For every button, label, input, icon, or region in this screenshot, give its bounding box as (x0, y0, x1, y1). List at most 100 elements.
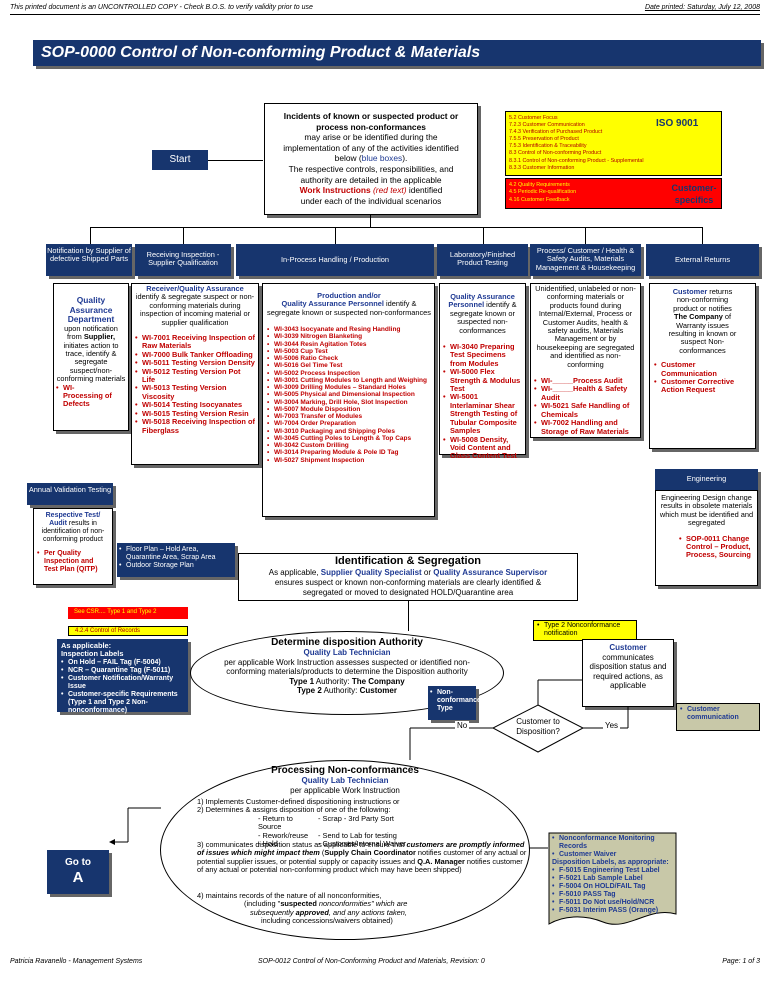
go-to-target: A (72, 869, 84, 886)
col1-wi-list: WI- Processing of Defects (56, 383, 126, 409)
inspection-labels-box: As applicable: Inspection Labels On Hold… (57, 639, 188, 715)
audits-box: Unidentified, unlabeled or non-conformin… (530, 283, 641, 438)
in-process-box: Production and/or Quality Assurance Pers… (262, 283, 435, 517)
incidents-line: The respective controls, responsibilitie… (288, 163, 454, 174)
blue-boxes-note: blue boxes (361, 153, 403, 164)
iso-clause: 7.2.3 Customer Communication (509, 122, 585, 129)
incidents-line: implementation of any of the activities … (283, 142, 459, 153)
tree-connector (183, 227, 184, 244)
floor-plan-item: Floor Plan – Hold Area, Quarantine Area,… (119, 546, 233, 562)
work-instruction: WI-3009 Drilling Modules – Standard Hole… (267, 384, 431, 392)
incidents-line: authority are detailed in the applicable (300, 174, 442, 185)
no-label: No (455, 721, 470, 731)
control-of-records-tag: 4.2.4 Control of Records (68, 626, 188, 636)
work-instruction: WI-5016 Gel Time Test (267, 362, 431, 370)
work-instruction: WI-3042 Custom Drilling (267, 442, 431, 450)
validation-text: results in identification of non-conform… (41, 520, 105, 543)
csr-clause: 4.2 Quality Requirements (509, 182, 570, 188)
option-send-to-lab: - Send to Lab for testing (318, 830, 397, 840)
tree-connector (483, 227, 484, 244)
qa-manager: Q.A. Manager (417, 856, 465, 866)
record-item: Nonconformance Monitoring Records (552, 835, 677, 851)
processing-nonconformances-ellipse (160, 760, 530, 940)
col3-text: identify & segregate known or suspected … (267, 299, 431, 317)
engineering-item: SOP-0011 Change Control – Product, Proce… (679, 534, 754, 560)
tree-connector (702, 227, 703, 244)
yes-label: Yes (603, 721, 621, 731)
work-instruction: WI-5013 Testing Version Viscosity (135, 384, 255, 401)
incidents-line: Incidents of known or suspected product … (283, 111, 459, 121)
customer-action: Customer Corrective Action Request (654, 377, 751, 395)
work-instruction: WI-7004 Order Preparation (267, 420, 431, 428)
processing-header: Processing Non-conformances Quality Lab … (160, 765, 530, 795)
processing-step-4: 4) maintains records of the nature of al… (197, 891, 527, 926)
inspection-labels-title: Inspection Labels (61, 649, 124, 659)
approved-bold: approved (295, 907, 329, 917)
engineering-item-list: SOP-0011 Change Control – Product, Proce… (659, 534, 754, 560)
supply-chain-coordinator: Supply Chain Coordinator (324, 848, 416, 858)
disposition-line: conforming materials/products to determi… (226, 667, 468, 676)
col5-wi-list: WI-_____Process AuditWI-_____Health & Sa… (534, 376, 637, 436)
work-instruction: WI-_____Process Audit (534, 376, 637, 386)
header-receiving-inspection: Receiving Inspection - Supplier Qualific… (135, 244, 231, 276)
tree-connector (335, 227, 336, 244)
ident-to-disposition-connector (408, 601, 409, 631)
type1-label: Type 1 (289, 676, 315, 686)
work-instruction: WI-7001 Receiving Inspection of Raw Mate… (135, 333, 255, 351)
option-hold: - Hold (258, 839, 278, 849)
date-printed: Date printed: Saturday, July 12, 2008 (644, 4, 760, 11)
production-title: Production and/or (317, 291, 381, 300)
external-returns-box: Customer returns non-conforming product … (649, 283, 756, 449)
work-instruction: WI-3010 Packaging and Shipping Poles (267, 428, 431, 436)
processing-step-2: 2) Determines & assigns disposition of o… (197, 805, 391, 815)
nonconformance-type-box: Non-conformance Type (428, 686, 481, 720)
work-instruction: WI-7003 Transfer of Modules (267, 413, 431, 421)
tree-connector (370, 215, 371, 227)
work-instruction: WI-3001 Cutting Modules to Length and We… (267, 377, 431, 385)
iso-clause: 7.5.5 Preservation of Product (509, 136, 579, 143)
iso-clause: 7.5.3 Identification & Traceability (509, 143, 587, 150)
disposition-label: F-5021 Lab Sample Label (552, 875, 677, 883)
csr-clause: 4.5 Periodic Re-qualification (509, 189, 577, 196)
step4-text: 4) maintains records of the nature of al… (197, 891, 382, 900)
customer-communication-box: Customer communication (676, 703, 760, 731)
see-csr-tag: See CSR.... Type 1 and Type 2 (68, 607, 188, 619)
step4-text: subsequently (250, 907, 296, 917)
ident-text: As applicable, (268, 568, 321, 577)
page-title: SOP-0000 Control of Non-conforming Produ… (33, 40, 761, 66)
top-rule (10, 14, 760, 15)
processing-steps: 1) Implements Customer-defined dispositi… (197, 797, 527, 849)
work-instruction: WI-5003 Cup Test (267, 348, 431, 356)
processing-lab-technician: Quality Lab Technician (301, 776, 389, 785)
inspection-label: Customer-specific Requirements (Type 1 a… (61, 691, 185, 715)
work-instruction: WI-3004 Marking, Drill Hole, Slot Inspec… (267, 399, 431, 407)
customer-title: Customer (672, 287, 708, 296)
engineering-text: Engineering Design change results in obs… (659, 493, 754, 528)
header-external-returns: External Returns (646, 244, 759, 276)
nonconformance-type: Non-conformance Type (430, 689, 481, 713)
start-node: Start (152, 150, 208, 170)
ident-line: segregated or moved to designated HOLD/Q… (302, 588, 514, 597)
ident-line: ensures suspect or known non-conforming … (274, 578, 542, 587)
work-instruction: WI-3045 Cutting Poles to Length & Top Ca… (267, 435, 431, 443)
work-instruction: WI-7002 Handling and Storage of Raw Mate… (534, 418, 637, 436)
header-annual-validation: Annual Validation Testing (27, 483, 113, 505)
header-in-process-handling: In-Process Handling / Production (236, 244, 434, 276)
type2-label: Type 2 (297, 686, 322, 695)
incidents-box: Incidents of known or suspected product … (264, 103, 478, 215)
header-engineering: Engineering (655, 469, 758, 490)
qa-personnel-bold: Quality Assurance Personnel (281, 299, 384, 309)
step3-text: notifies customer of any actual or poten… (197, 856, 523, 875)
disposition-label: F-5015 Engineering Test Label (552, 867, 677, 875)
work-instruction: WI-5012 Testing Version Pot Life (135, 367, 255, 385)
validation-item: Per Quality Inspection and Test Plan (QI… (37, 550, 109, 574)
disposition-line: per applicable Work Instruction assesses… (224, 657, 470, 667)
supplier-notification-box: Quality Assurance Department upon notifi… (53, 283, 129, 431)
qa-supervisor: Quality Assurance Supervisor (433, 568, 548, 577)
col2-wi-list: WI-7001 Receiving Inspection of Raw Mate… (135, 333, 255, 435)
receiver-qa-title: Receiver/Quality Assurance (146, 284, 244, 293)
col6-text: of Warranty issues resulting in known or… (668, 312, 737, 355)
processing-title: Processing Non-conformances (271, 765, 419, 776)
